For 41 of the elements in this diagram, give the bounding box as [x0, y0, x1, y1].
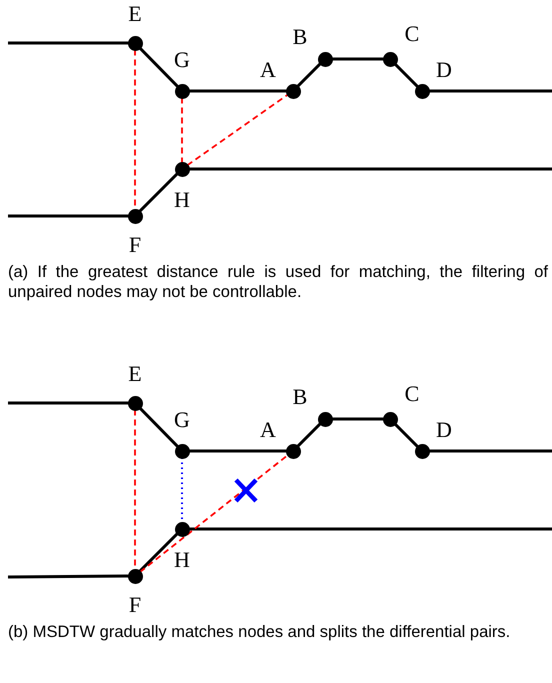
node-label: H: [174, 548, 190, 572]
trace-line: [138, 532, 178, 572]
node-label: F: [128, 233, 142, 257]
node-label: C: [404, 22, 420, 46]
node-label: H: [174, 188, 190, 212]
trace-line: [332, 58, 384, 60]
node-label: G: [174, 48, 190, 72]
node-label: E: [128, 2, 142, 26]
caption: (b) MSDTW gradually matches nodes and splits the differential pairs.: [8, 622, 512, 642]
node-label: G: [174, 408, 190, 432]
trace-line: [428, 90, 552, 92]
node-label: B: [292, 25, 308, 49]
dashed-line: [181, 98, 183, 162]
trace-line: [8, 42, 128, 44]
node-label: C: [404, 382, 420, 406]
node-label: E: [128, 362, 142, 386]
trace-line: [8, 214, 128, 218]
trace-line: [138, 406, 179, 448]
node-label: D: [436, 58, 452, 82]
trace-line: [138, 172, 178, 212]
trace-line: [296, 422, 322, 448]
trace-line: [188, 168, 552, 170]
node-label: B: [292, 385, 308, 409]
trace-line: [188, 90, 286, 92]
trace-line: [188, 528, 552, 530]
trace-line: [138, 46, 179, 88]
trace-line: [394, 422, 418, 448]
node-label: F: [128, 593, 142, 617]
trace-line: [296, 62, 322, 88]
trace-line: [188, 450, 286, 452]
node-label: D: [436, 418, 452, 442]
trace-line: [8, 574, 129, 578]
trace-line: [332, 418, 384, 420]
node-label: A: [260, 58, 276, 82]
dashed-line: [186, 94, 288, 166]
dashed-line: [140, 454, 288, 573]
trace-line: [394, 62, 418, 88]
trace-line: [428, 450, 552, 452]
node-label: A: [260, 418, 276, 442]
trace-line: [8, 402, 128, 404]
caption: (a) If the greatest distance rule is used for matching, the filtering of unpaired nodes may not be controllable.: [8, 262, 548, 302]
